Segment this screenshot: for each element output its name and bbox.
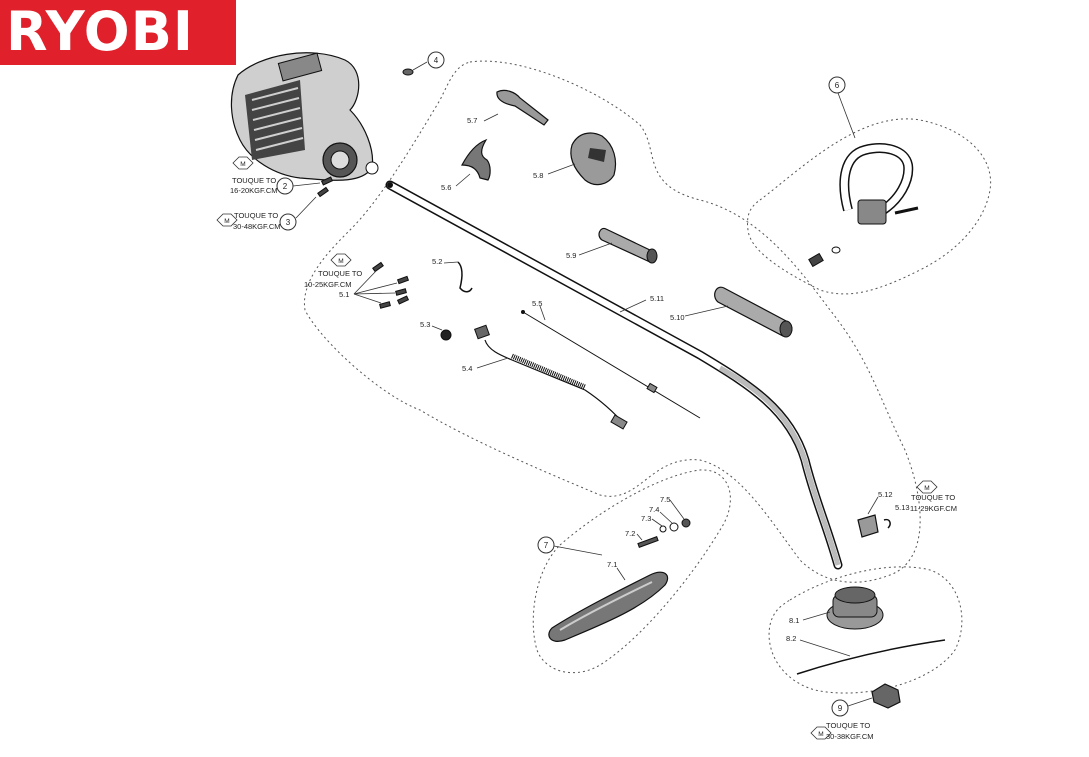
shaft-assembly-outline (303, 60, 921, 583)
part-5-6-trigger: 5.6 (441, 138, 491, 192)
label-5-10: 5.10 (670, 313, 685, 322)
label-7-2: 7.2 (625, 529, 635, 538)
m-symbol-5-1: M (338, 258, 343, 265)
label-7-4: 7.4 (649, 505, 659, 514)
label-5-13: 5.13 (895, 503, 910, 512)
part-8-1-head: 8.1 (789, 586, 884, 630)
part-5-2-clip: 5.2 (432, 257, 473, 293)
torque-5-13-line2: 11-29KGF.CM (910, 504, 957, 513)
part-8-2-trimmer-line: 8.2 (786, 634, 946, 675)
part-7-guard: 7 7.1 7.2 7.3 7.4 7.5 (537, 495, 691, 642)
callout-9: 9 (838, 704, 843, 713)
callout-circle-4 (427, 51, 445, 69)
torque-note-3: M TOUQUE TO 30-48KGF.CM (216, 211, 281, 231)
torque-2-line2: 16-20KGF.CM (230, 186, 278, 195)
label-5-2: 5.2 (432, 257, 442, 266)
part-4-nut: 4 (402, 51, 445, 76)
part-5-12-bracket: 5.12 (857, 490, 893, 538)
torque-note-5-13: M TOUQUE TO 11-29KGF.CM (910, 480, 957, 513)
torque-9-line1: TOUQUE TO (826, 721, 870, 730)
m-symbol-2: M (240, 161, 245, 168)
torque-5-1-line1: TOUQUE TO (318, 269, 362, 278)
part-5-5-cable: 5.5 (521, 299, 701, 419)
part-5-13-screw: 5.13 (883, 503, 910, 529)
torque-note-5-1: M TOUQUE TO 10-25KGF.CM (304, 253, 362, 289)
part-5-3-grommet: 5.3 (420, 320, 452, 341)
callout-7: 7 (544, 541, 549, 550)
label-5-11: 5.11 (650, 294, 664, 303)
torque-3-line2: 30-48KGF.CM (233, 222, 281, 231)
label-5-12: 5.12 (878, 490, 893, 499)
part-5-1-screws: 5.1 (339, 261, 410, 309)
part-9-knob: 9 (831, 683, 901, 717)
m-symbol-9: M (818, 731, 823, 738)
callout-2: 2 (283, 182, 288, 191)
torque-5-1-line2: 10-25KGF.CM (304, 280, 352, 289)
label-7-3: 7.3 (641, 514, 651, 523)
callout-3: 3 (286, 218, 291, 227)
label-5-5: 5.5 (532, 299, 542, 308)
label-5-6: 5.6 (441, 183, 451, 192)
part-5-9-grip: 5.9 (566, 227, 658, 264)
torque-9-line2: 30-38KGF.CM (826, 732, 874, 741)
label-7-1: 7.1 (607, 560, 617, 569)
label-5-4: 5.4 (462, 364, 472, 373)
handle-outline (747, 118, 992, 295)
torque-5-13-line1: TOUQUE TO (911, 493, 955, 502)
label-5-3: 5.3 (420, 320, 430, 329)
callout-6: 6 (835, 81, 840, 90)
m-symbol-5-13: M (924, 485, 929, 492)
torque-note-9: M TOUQUE TO 30-38KGF.CM (810, 721, 874, 741)
part-5-10-grip: 5.10 (670, 286, 793, 338)
label-8-2: 8.2 (786, 634, 796, 643)
torque-3-line1: TOUQUE TO (234, 211, 278, 220)
label-8-1: 8.1 (789, 616, 799, 625)
part-3-screw: 3 (279, 186, 329, 231)
torque-2-line1: TOUQUE TO (232, 176, 276, 185)
label-5-8: 5.8 (533, 171, 543, 180)
label-7-5: 7.5 (660, 495, 670, 504)
part-5-8-housing: 5.8 (533, 132, 617, 186)
part-2-screw: 2 (276, 176, 334, 195)
label-5-9: 5.9 (566, 251, 576, 260)
callout-4: 4 (434, 56, 439, 65)
label-5-1: 5.1 (339, 290, 349, 299)
part-6-loop-handle: 6 (808, 76, 919, 268)
engine-assembly (230, 52, 379, 181)
part-5-7-lever: 5.7 (467, 89, 549, 126)
guard-outline (532, 469, 731, 674)
label-5-7: 5.7 (467, 116, 477, 125)
m-symbol-3: M (224, 218, 229, 225)
ryobi-logo: RYOBI (0, 0, 236, 65)
torque-note-2: M TOUQUE TO 16-20KGF.CM (230, 156, 278, 195)
part-5-4-ignition-cable: 5.4 (462, 324, 628, 430)
ryobi-logo-text: RYOBI (6, 0, 194, 63)
part-5-11-shaft: 5.11 (385, 180, 843, 570)
